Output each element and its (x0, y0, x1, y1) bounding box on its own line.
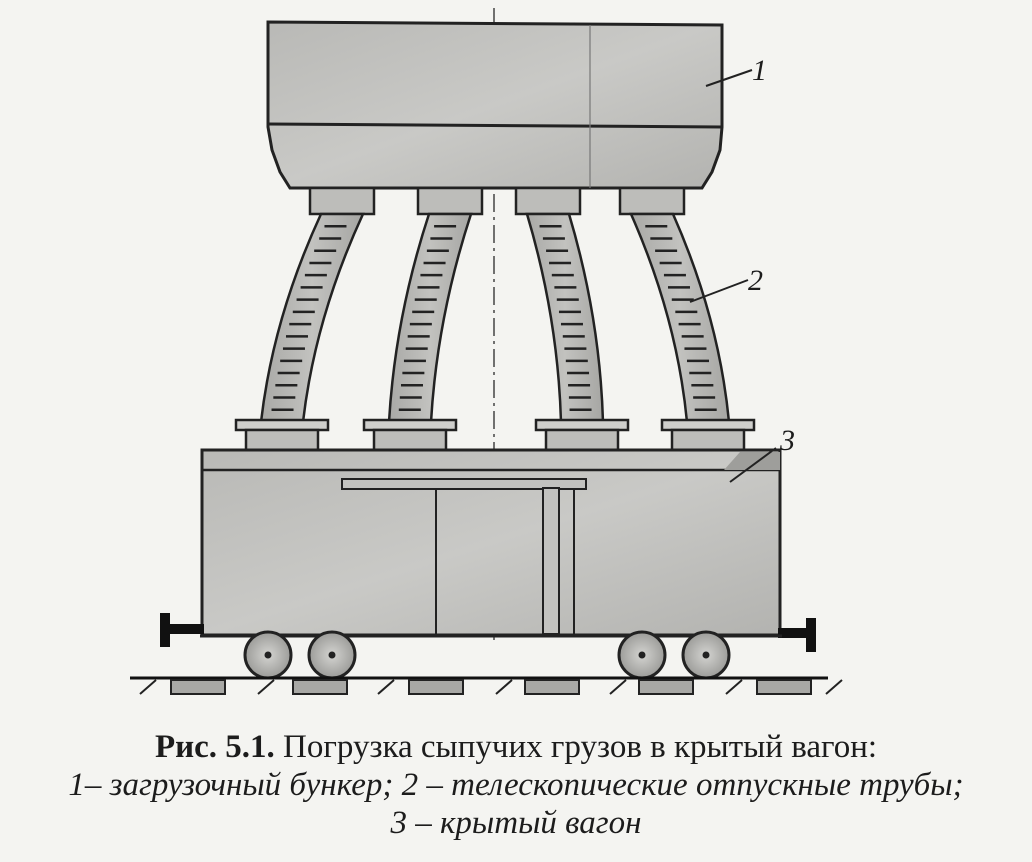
sleeper (408, 679, 464, 695)
covered-wagon (160, 448, 816, 652)
label-2: 2 (748, 264, 763, 297)
buffer-right (778, 618, 816, 652)
rail-track (130, 676, 843, 695)
wheel (307, 630, 357, 680)
label-3: 3 (779, 424, 795, 457)
callouts: 1 2 3 (689, 54, 795, 483)
telescopic-tube (362, 186, 484, 452)
wheels (243, 630, 731, 680)
caption-head: Рис. 5.1. (154, 729, 275, 765)
buffer-left (160, 613, 204, 647)
caption-title-line: Рис. 5.1. Погрузка сыпучих грузов в крыт… (0, 728, 1032, 766)
wheel (681, 630, 731, 680)
telescopic-tube (514, 186, 630, 452)
sleeper (170, 679, 226, 695)
loading-diagram: 1 2 3 (130, 8, 843, 695)
wheel (243, 630, 293, 680)
door-rail (341, 478, 587, 490)
sleeper (756, 679, 812, 695)
hopper (266, 20, 724, 190)
caption-title: Погрузка сыпучих грузов в крытый вагон: (283, 729, 878, 765)
label-1: 1 (752, 54, 767, 87)
telescopic-tube (234, 186, 376, 452)
door-rod (542, 487, 560, 635)
caption-legend-line-2: 3 – крытый вагон (390, 805, 642, 841)
sleeper (292, 679, 348, 695)
sleeper (524, 679, 580, 695)
wheel (617, 630, 667, 680)
sleeper (638, 679, 694, 695)
figure-caption: Рис. 5.1. Погрузка сыпучих грузов в крыт… (0, 728, 1032, 842)
telescopic-tube (618, 186, 756, 452)
caption-legend-line-1: 1– загрузочный бункер; 2 – телескопическ… (68, 767, 964, 803)
telescopic-tubes (234, 186, 756, 452)
